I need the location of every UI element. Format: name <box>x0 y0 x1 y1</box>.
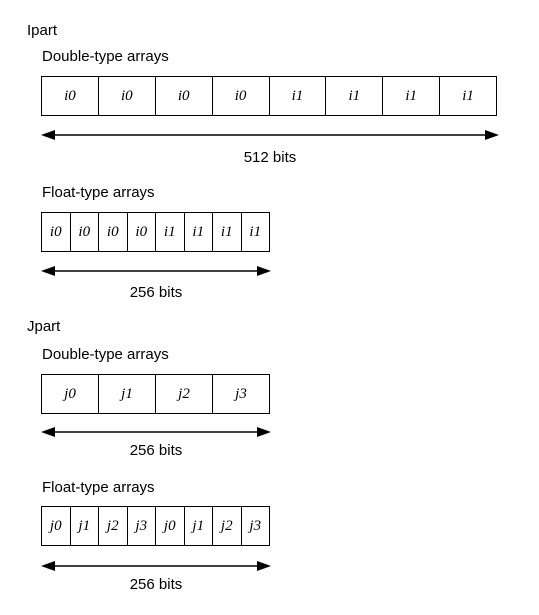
array-cell: j2 <box>156 375 213 413</box>
array-cell: j3 <box>235 385 247 402</box>
jpart-title: Jpart <box>27 318 61 335</box>
array-cell: i1 <box>249 223 262 240</box>
array-cell: i1 <box>326 77 384 115</box>
array-cell: j0 <box>42 507 71 545</box>
ipart-double-width-arrow <box>41 130 499 140</box>
array-cell: i0 <box>213 77 270 115</box>
array-cell: i0 <box>42 213 71 251</box>
jpart-double-label: Double-type arrays <box>42 346 169 363</box>
array-cell: j2 <box>99 507 128 545</box>
array-cell: i1 <box>383 77 441 115</box>
jpart-float-bits: 256 bits <box>129 576 183 593</box>
jpart-double-bits: 256 bits <box>129 442 183 459</box>
ipart-title: Ipart <box>27 22 58 39</box>
jpart-float-width-arrow <box>41 561 271 571</box>
array-cell: j1 <box>185 507 213 545</box>
array-cell: i1 <box>156 213 185 251</box>
ipart-double-bits: 512 bits <box>243 149 297 166</box>
array-cell: j3 <box>249 517 262 534</box>
jpart-float-label: Float-type arrays <box>42 479 155 496</box>
ipart-float-label: Float-type arrays <box>42 184 155 201</box>
array-cell: i1 <box>462 87 474 104</box>
ipart-double-array: i0 i0 i0 i0 i1 i1 i1 i1 <box>41 76 497 116</box>
array-cell: i1 <box>185 213 213 251</box>
array-cell: i0 <box>99 77 156 115</box>
ipart-float-bits: 256 bits <box>129 284 183 301</box>
array-cell: j3 <box>128 507 156 545</box>
array-cell: i0 <box>71 213 99 251</box>
jpart-double-array: j0 j1 j2 j3 <box>41 374 270 414</box>
ipart-double-label: Double-type arrays <box>42 48 169 65</box>
array-cell: i1 <box>270 77 327 115</box>
array-cell: i0 <box>42 77 99 115</box>
array-cell: i0 <box>128 213 156 251</box>
array-cell: i0 <box>156 77 213 115</box>
array-cell: j0 <box>42 375 99 413</box>
array-cell: i0 <box>99 213 128 251</box>
array-cell: i1 <box>213 213 242 251</box>
array-cell: j1 <box>71 507 99 545</box>
array-cell: j1 <box>99 375 156 413</box>
jpart-float-array: j0 j1 j2 j3 j0 j1 j2 j3 <box>41 506 270 546</box>
ipart-float-array: i0 i0 i0 i0 i1 i1 i1 i1 <box>41 212 270 252</box>
array-cell: j0 <box>156 507 185 545</box>
ipart-float-width-arrow <box>41 266 271 276</box>
array-cell: j2 <box>213 507 242 545</box>
jpart-double-width-arrow <box>41 427 271 437</box>
